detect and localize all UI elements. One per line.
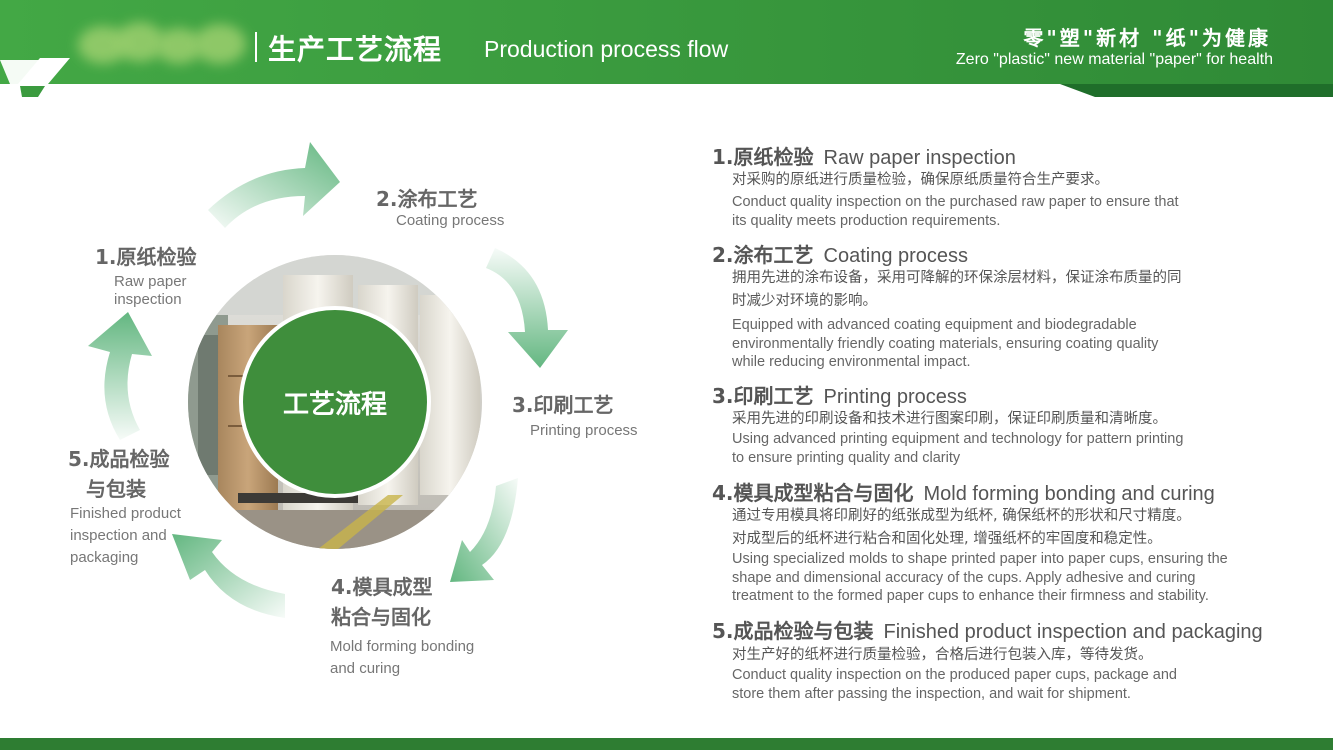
step-4-title-line: 粘合与固化 bbox=[331, 605, 431, 629]
center-label: 工艺流程 bbox=[282, 389, 387, 420]
detail-4-desc-en: Using specialized molds to shape printed… bbox=[732, 550, 1262, 606]
desc-line: Equipped with advanced coating equipment… bbox=[732, 317, 1137, 333]
detail-2-heading-en: Coating process bbox=[823, 245, 969, 267]
detail-2-desc-en: Equipped with advanced coating equipment… bbox=[732, 316, 1262, 372]
desc-line: shape and dimensional accuracy of the cu… bbox=[732, 569, 1196, 586]
step-3-subtitle: Printing process bbox=[530, 422, 638, 439]
detail-1-desc-cn: 对采购的原纸进行质量检验，确保原纸质量符合生产要求。 bbox=[732, 169, 1262, 192]
desc-line: 通过专用模具将印刷好的纸张成型为纸杯, 确保纸杯的形状和尺寸精度。 bbox=[732, 508, 1191, 524]
desc-line: treatment to the formed paper cups to en… bbox=[732, 588, 1209, 604]
desc-line: 采用先进的印刷设备和技术进行图案印刷，保证印刷质量和清晰度。 bbox=[732, 411, 1167, 427]
desc-line: store them after passing the inspection,… bbox=[732, 685, 1131, 702]
desc-line: its quality meets production requirement… bbox=[732, 212, 1001, 229]
step-1-subtitle-line: inspection bbox=[114, 291, 182, 308]
detail-2-heading: 2.涂布工艺 Coating process bbox=[712, 239, 968, 268]
arrow-step1-to-step2 bbox=[208, 142, 340, 228]
detail-3-desc-cn: 采用先进的印刷设备和技术进行图案印刷，保证印刷质量和清晰度。 bbox=[732, 408, 1262, 431]
detail-5-heading-en: Finished product inspection and packagin… bbox=[883, 621, 1263, 643]
desc-line: 时减少对环境的影响。 bbox=[732, 293, 877, 309]
detail-4-desc-cn: 通过专用模具将印刷好的纸张成型为纸杯, 确保纸杯的形状和尺寸精度。 对成型后的纸… bbox=[732, 505, 1262, 551]
step-5-subtitle-line: inspection and bbox=[70, 527, 167, 544]
arrow-step3-to-step4 bbox=[450, 478, 518, 582]
step-5-subtitle: Finished product inspection and packagin… bbox=[70, 503, 181, 569]
step-5-subtitle-line: Finished product bbox=[70, 505, 181, 522]
desc-line: 对成型后的纸杯进行粘合和固化处理, 增强纸杯的牢固度和稳定性。 bbox=[732, 531, 1162, 547]
step-5-title-line: 5.成品检验 bbox=[68, 447, 170, 471]
arrow-step4-to-step5 bbox=[172, 534, 285, 618]
step-2-subtitle: Coating process bbox=[396, 212, 505, 229]
detail-3-desc-en: Using advanced printing equipment and te… bbox=[732, 430, 1262, 467]
detail-5-heading-cn: 5.成品检验与包装 bbox=[712, 619, 874, 643]
detail-1-heading-en: Raw paper inspection bbox=[823, 147, 1016, 169]
desc-line: 拥用先进的涂布设备，采用可降解的环保涂层材料，保证涂布质量的同 bbox=[732, 270, 1182, 286]
step-4-title-line: 4.模具成型 bbox=[331, 575, 433, 599]
desc-line: 对生产好的纸杯进行质量检验，合格后进行包装入库，等待发货。 bbox=[732, 647, 1153, 663]
center-badge: 工艺流程 bbox=[239, 306, 431, 498]
step-2-title: 2.涂布工艺 bbox=[376, 187, 478, 211]
detail-1-desc-en: Conduct quality inspection on the purcha… bbox=[732, 193, 1262, 230]
detail-4-heading: 4.模具成型粘合与固化 Mold forming bonding and curi… bbox=[712, 477, 1215, 506]
step-4-subtitle-line: Mold forming bonding bbox=[330, 638, 475, 655]
step-5-subtitle-line: packaging bbox=[70, 549, 139, 566]
step-4-subtitle: Mold forming bonding and curing bbox=[330, 636, 474, 680]
desc-line: Using advanced printing equipment and te… bbox=[732, 431, 1184, 447]
company-logo bbox=[78, 22, 246, 68]
page-title-cn: 生产工艺流程 bbox=[268, 33, 443, 66]
step-1-title: 1.原纸检验 bbox=[95, 245, 197, 269]
header-banner: 生产工艺流程 Production process flow 零"塑"新材 "纸… bbox=[0, 0, 1333, 100]
detail-1-heading-cn: 1.原纸检验 bbox=[712, 145, 814, 169]
desc-line: environmentally friendly coating materia… bbox=[732, 335, 1159, 352]
detail-4-heading-en: Mold forming bonding and curing bbox=[923, 483, 1215, 505]
detail-5-desc-cn: 对生产好的纸杯进行质量检验，合格后进行包装入库，等待发货。 bbox=[732, 644, 1262, 667]
step-1-subtitle: Raw paper inspection bbox=[114, 273, 187, 309]
title-divider bbox=[255, 32, 257, 62]
desc-line: while reducing environmental impact. bbox=[732, 354, 971, 370]
detail-5-heading: 5.成品检验与包装 Finished product inspection and… bbox=[712, 615, 1263, 644]
step-4-title: 4.模具成型 粘合与固化 bbox=[331, 572, 433, 632]
arrow-step5-to-step1 bbox=[88, 312, 152, 440]
step-1-subtitle-line: Raw paper bbox=[114, 273, 187, 290]
step-3-title: 3.印刷工艺 bbox=[512, 393, 614, 417]
desc-line: Using specialized molds to shape printed… bbox=[732, 551, 1228, 567]
step-5-title-line: 与包装 bbox=[86, 477, 146, 501]
detail-3-heading-cn: 3.印刷工艺 bbox=[712, 384, 814, 408]
detail-2-heading-cn: 2.涂布工艺 bbox=[712, 243, 814, 267]
arrow-step2-to-step3 bbox=[486, 248, 568, 368]
process-cycle-arrows bbox=[88, 142, 568, 618]
step-4-subtitle-line: and curing bbox=[330, 660, 401, 677]
slogan-cn: 零"塑"新材 "纸"为健康 bbox=[1023, 26, 1271, 50]
page-title-en: Production process flow bbox=[484, 36, 729, 62]
banner-background bbox=[0, 0, 1333, 97]
detail-3-heading-en: Printing process bbox=[823, 386, 967, 408]
desc-line: Conduct quality inspection on the purcha… bbox=[732, 194, 1179, 210]
detail-4-heading-cn: 4.模具成型粘合与固化 bbox=[712, 481, 914, 505]
detail-1-heading: 1.原纸检验 Raw paper inspection bbox=[712, 141, 1016, 170]
footer-bar bbox=[0, 738, 1333, 750]
desc-line: 对采购的原纸进行质量检验，确保原纸质量符合生产要求。 bbox=[732, 172, 1109, 188]
slogan-en: Zero "plastic" new material "paper" for … bbox=[955, 51, 1273, 68]
desc-line: to ensure printing quality and clarity bbox=[732, 449, 961, 466]
detail-2-desc-cn: 拥用先进的涂布设备，采用可降解的环保涂层材料，保证涂布质量的同 时减少对环境的影… bbox=[732, 267, 1262, 313]
step-5-title: 5.成品检验 与包装 bbox=[68, 444, 170, 504]
desc-line: Conduct quality inspection on the produc… bbox=[732, 667, 1177, 683]
detail-3-heading: 3.印刷工艺 Printing process bbox=[712, 380, 967, 409]
detail-5-desc-en: Conduct quality inspection on the produc… bbox=[732, 666, 1262, 703]
